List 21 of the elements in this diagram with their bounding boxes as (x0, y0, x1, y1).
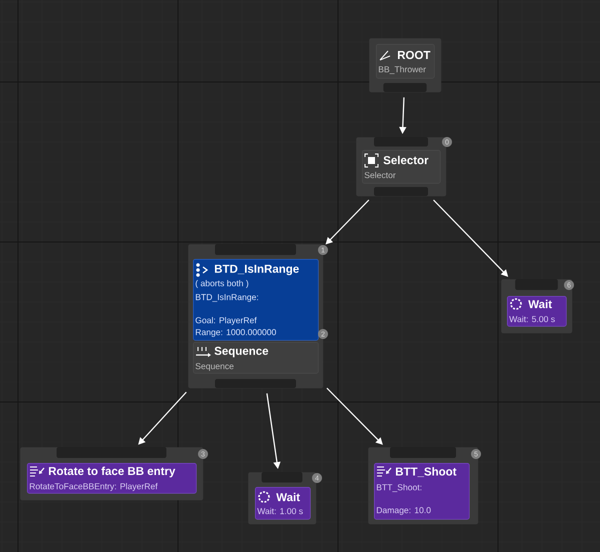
node-title: ROOT (398, 50, 430, 60)
node-title: Wait (276, 492, 300, 502)
node-title: BTT_Shoot (396, 467, 456, 477)
node-subtitle: Goal: PlayerRef (196, 317, 257, 326)
node-subtitle: Damage: 10.0 (376, 507, 431, 515)
node-title: BTD_IsInRange (214, 264, 299, 276)
node-subtitle: Sequence (196, 363, 234, 371)
node-title: Rotate to face BB entry (48, 466, 176, 478)
arrow (326, 388, 383, 445)
node-subtitle: BTT_Shoot: (376, 484, 422, 492)
node-subtitle: Selector (364, 172, 396, 178)
node-subtitle: ( aborts both ) (196, 280, 248, 288)
node-subtitle: Range: 1000.000000 (196, 329, 276, 337)
node-subtitle: Wait: 1.00 s (257, 508, 303, 514)
node-subtitle: RotateToFaceBBEntry: PlayerRef (30, 483, 158, 492)
node-title: Sequence (214, 346, 268, 358)
node-title: Selector (384, 156, 428, 164)
node-subtitle: BB_Thrower (378, 66, 426, 74)
node-title: Wait (528, 300, 552, 308)
node-subtitle: BTD_IsInRange: (196, 294, 258, 302)
node-subtitle: Wait: 5.00 s (509, 316, 555, 322)
